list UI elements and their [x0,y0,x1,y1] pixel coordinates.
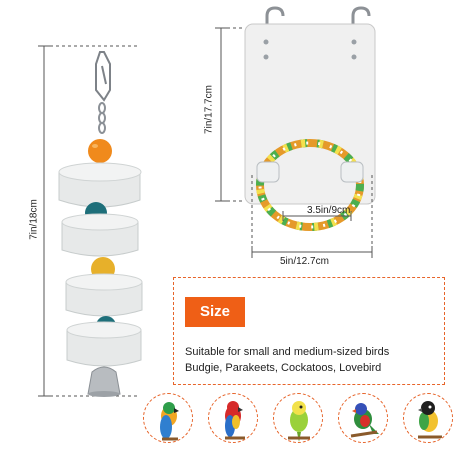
pumice-stone-2 [61,213,139,257]
size-badge: Size [185,297,245,327]
caique-icon [403,393,453,443]
mirror-height-label: 7in/17.7cm [203,85,215,134]
bell-icon [87,366,121,397]
mirror-height-dimension [215,27,245,202]
pumice-stone-1 [58,162,142,208]
lorikeet-icon [338,393,388,443]
pumice-stone-3 [65,273,143,317]
perch-clip-left [256,161,280,183]
mirror-hook-icon [265,6,371,30]
snap-hook-icon [95,51,111,102]
rope-perch-icon [256,139,364,231]
mirror-width-dimension [251,175,373,258]
toy-height-label: 7in/18cm [28,199,40,240]
macaw-icon [143,393,193,443]
toy-svg [38,45,143,397]
mirror-width-label: 5in/12.7cm [280,256,329,267]
mirror-plate [244,23,376,205]
ring-size-label: 3.5in/9cm [307,205,351,216]
red-macaw-icon [208,393,258,443]
budgie-icon [273,393,323,443]
perch-clip-right [340,161,364,183]
mirror-svg [215,6,376,258]
size-description-line1: Suitable for small and medium-sized bird… [185,346,390,358]
pumice-stone-4 [66,321,142,367]
chain-icon [98,102,106,134]
mirror-illustration: 7in/17.7cm 3.5in/9cm 5in/12.7cm [195,0,460,275]
orange-bead [88,139,112,163]
size-info-box [173,277,445,385]
ring-dimension [282,211,352,221]
size-description-line2: Budgie, Parakeets, Cockatoos, Lovebird [185,362,382,374]
toy-illustration: 7in/18cm [0,0,170,460]
